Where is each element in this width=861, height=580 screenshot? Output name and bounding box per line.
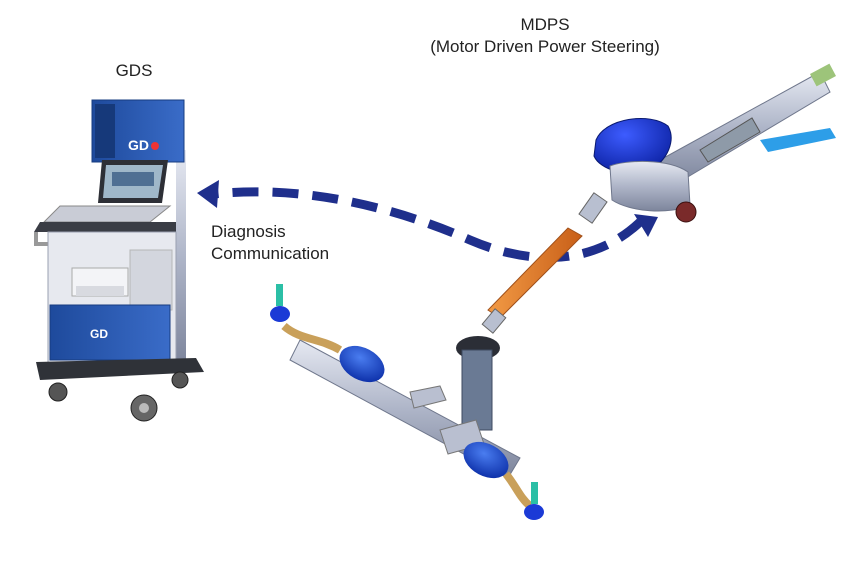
mdps-title: MDPS: [520, 15, 570, 34]
mount-bracket: [409, 385, 447, 409]
mdps-steering-image: [270, 63, 836, 520]
left-tie-rod-end: [270, 306, 290, 322]
right-boot: [463, 441, 509, 479]
tilt-lever: [760, 128, 836, 152]
communication-label-line2: Communication: [211, 244, 330, 263]
svg-text:GD: GD: [90, 327, 108, 341]
communication-label-line1: Diagnosis: [211, 222, 286, 241]
gear-housing: [609, 160, 691, 212]
cart-pole: [176, 150, 186, 365]
lower-joint: [481, 308, 507, 334]
intermediate-shaft: [487, 227, 583, 319]
left-boot: [339, 345, 385, 383]
wheel: [48, 382, 68, 402]
arrow-head-right: [634, 214, 658, 237]
connector: [675, 201, 697, 223]
gds-label: GDS: [115, 61, 153, 80]
dashed-arrow-path: [213, 187, 644, 262]
column-spline: [810, 63, 836, 87]
right-tie-rod: [502, 471, 533, 510]
svg-text:GD: GD: [128, 137, 149, 153]
communication-label: Diagnosis Communication: [211, 221, 329, 265]
right-tie-rod-end: [524, 504, 544, 520]
arrow-head-left: [197, 180, 219, 208]
communication-arrow: [197, 180, 658, 262]
mdps-label: MDPS (Motor Driven Power Steering): [405, 14, 685, 58]
cart-base: [36, 358, 204, 380]
cart-lower-unit: [49, 304, 171, 361]
mdps-subtitle: (Motor Driven Power Steering): [430, 37, 660, 56]
wheel: [171, 371, 189, 389]
gds-cart-image: GD GD: [34, 99, 204, 422]
left-tie-rod: [281, 322, 343, 354]
pinion-housing: [461, 349, 493, 431]
laptop-keyboard: [42, 205, 172, 223]
universal-joint: [578, 192, 608, 224]
